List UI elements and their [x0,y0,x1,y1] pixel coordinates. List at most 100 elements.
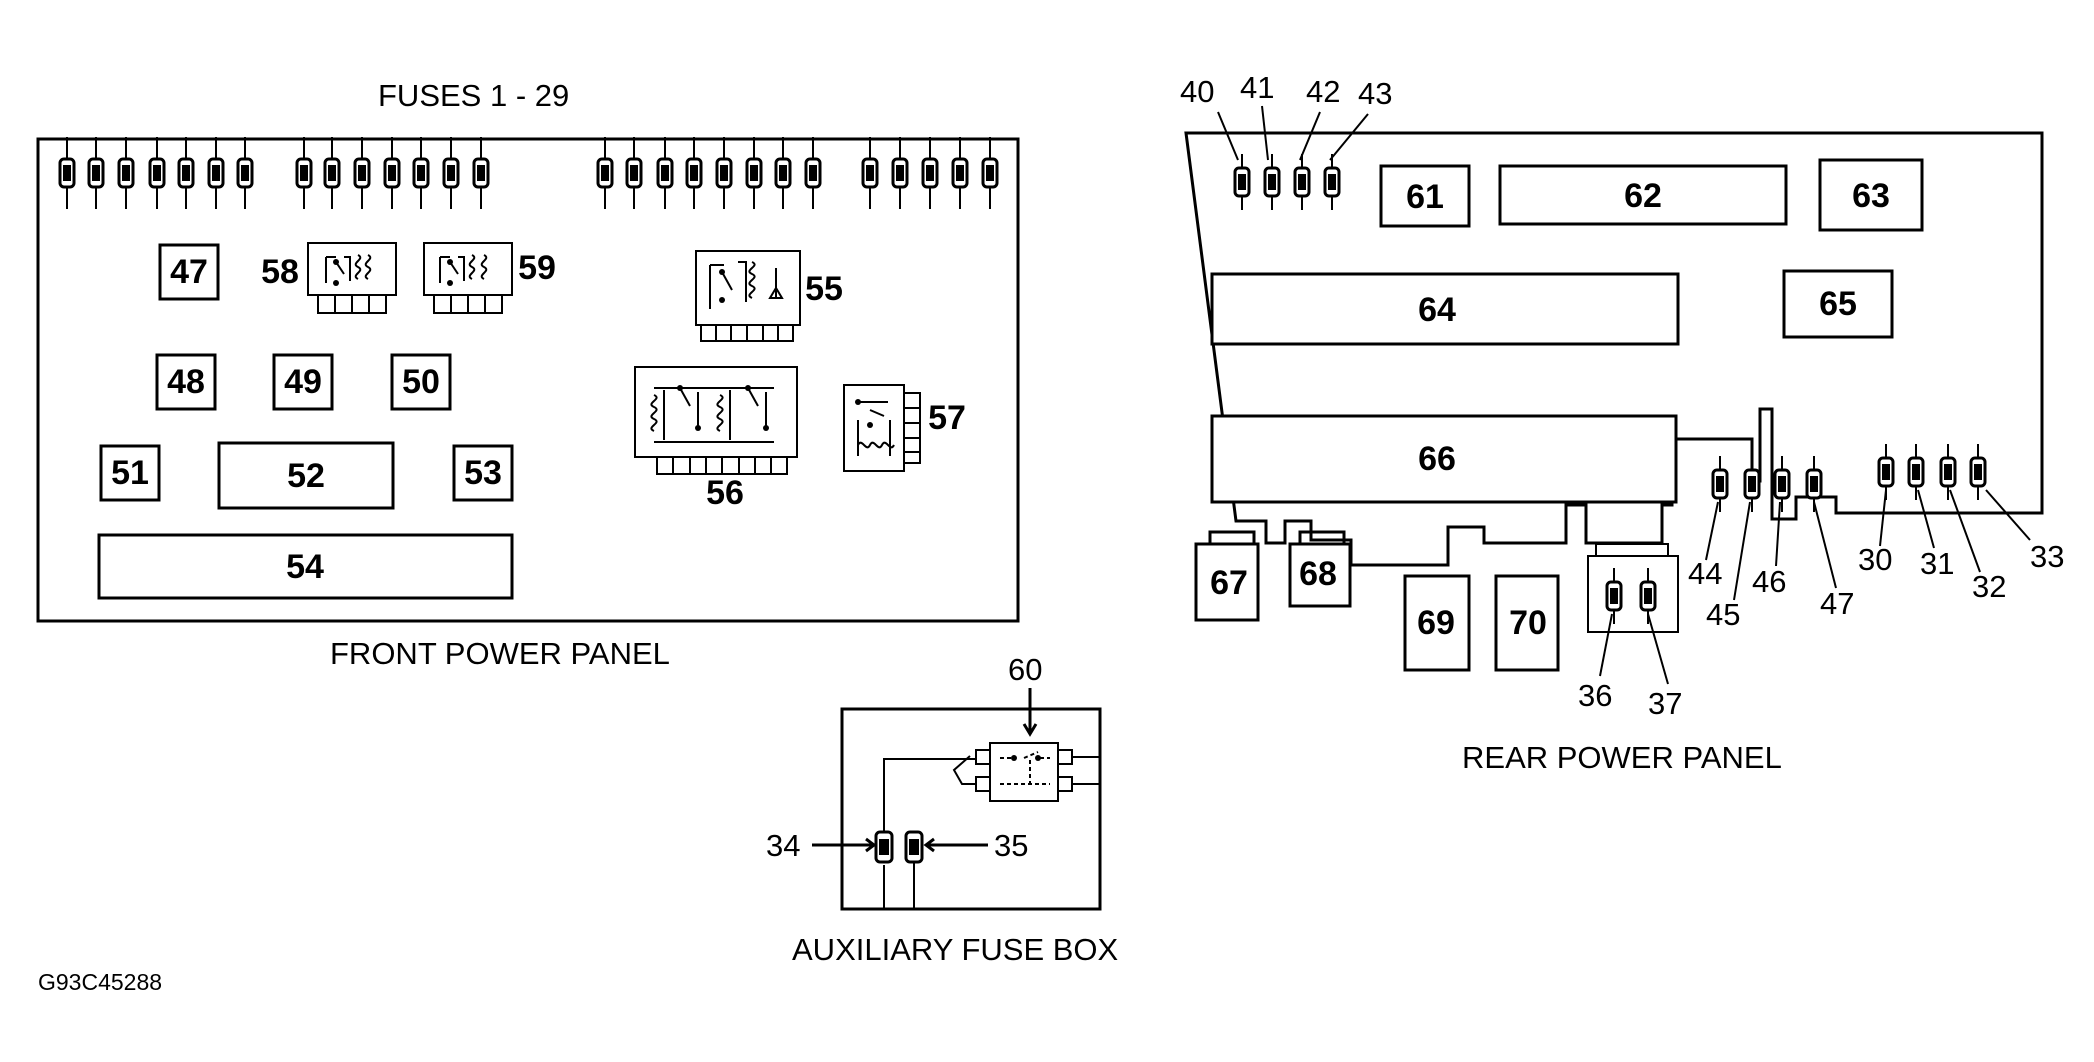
front-fuse-25 [921,137,939,209]
front-relay-56-label: 56 [706,474,744,512]
rear-power-panel-title: REAR POWER PANEL [1462,740,1782,775]
front-box-52-label: 52 [287,457,325,495]
front-relay-58 [307,242,397,314]
front-fuse-27 [981,137,999,209]
front-fuse-24 [891,137,909,209]
rear-leader-line [1299,111,1321,161]
front-fuse-12 [412,137,430,209]
rear-fuse-37-label: 37 [1648,686,1682,721]
front-box-54 [97,533,514,600]
rear-box-69-label: 69 [1417,604,1455,642]
rear-leader-line [1329,113,1369,161]
front-relay-55-label: 55 [805,270,843,308]
front-fuse-14 [472,137,490,209]
aux-box-outline [840,707,1102,911]
rear-power-panel: 61 62 63 64 65 66 67 68 69 70 [1184,105,2044,685]
front-power-panel: 47 48 49 50 51 52 53 54 58 [36,137,1020,623]
front-fuse-10 [353,137,371,209]
front-fuse-9 [323,137,341,209]
front-power-panel-title: FRONT POWER PANEL [330,636,670,671]
front-fuse-18 [685,137,703,209]
rear-box-70-label: 70 [1509,604,1547,642]
rear-box-66-label: 66 [1418,440,1456,478]
front-fuse-4 [148,137,166,209]
front-fuse-20 [745,137,763,209]
front-fuse-5 [177,137,195,209]
front-box-48-label: 48 [167,363,205,401]
rear-fuse-36 [1605,568,1623,624]
front-box-53-label: 53 [464,454,502,492]
rear-box-64-label: 64 [1418,291,1456,329]
aux-fuse-35-label: 35 [994,828,1028,863]
rear-box-67 [1194,542,1260,622]
front-fuse-26 [951,137,969,209]
rear-leader-line [1705,501,1719,561]
front-fuse-23 [861,137,879,209]
rear-leader-line [1879,489,1887,547]
rear-fuse-33 [1969,444,1987,500]
rear-fuse-47-label: 47 [1820,586,1854,621]
rear-panel-outline [1184,131,2044,567]
front-fuse-15 [596,137,614,209]
rear-box-62 [1498,164,1788,226]
rear-box-65-label: 65 [1819,285,1857,323]
rear-fuse-32-label: 32 [1972,569,2006,604]
rear-box-63 [1818,158,1924,232]
rear-box-68-label: 68 [1299,555,1337,593]
front-fuse-2 [87,137,105,209]
rear-fuse-46-label: 46 [1752,564,1786,599]
front-fuse-22 [804,137,822,209]
rear-leader-line [1261,105,1269,161]
front-box-52 [217,441,395,510]
aux-fuse-35 [904,830,924,864]
front-fuse-17 [656,137,674,209]
front-box-50 [390,353,452,411]
rear-fuse-36-label: 36 [1578,678,1612,713]
aux-fuse-35-leader [923,837,988,853]
front-fuse-7 [236,137,254,209]
auxiliary-fuse-box [812,688,1102,911]
rear-box-70 [1494,574,1560,672]
rear-leader-line [1917,489,1935,549]
rear-fuse-42 [1293,154,1311,210]
aux-fuse-34 [874,830,894,864]
front-fuse-21 [774,137,792,209]
rear-fuse-32 [1939,444,1957,500]
auxiliary-fuse-box-title: AUXILIARY FUSE BOX [792,932,1119,967]
aux-fuse-34-label: 34 [766,828,800,863]
rear-box-64 [1210,272,1680,346]
rear-fuse-holder-36-37 [1587,555,1679,633]
rear-fuse-42-label: 42 [1306,74,1340,109]
rear-box-68 [1288,542,1352,608]
rear-box-61-label: 61 [1406,178,1444,216]
rear-fuse-43 [1323,154,1341,210]
rear-fuse-40 [1233,154,1251,210]
rear-fuse-46 [1773,456,1791,512]
front-fuse-8 [295,137,313,209]
front-box-53 [452,444,514,502]
front-box-51 [99,444,161,502]
rear-box-65 [1782,269,1894,339]
rear-fuse-43-label: 43 [1358,76,1392,111]
rear-fuse-30-label: 30 [1858,542,1892,577]
rear-leader-line [1217,111,1239,161]
front-relay-56 [634,366,798,475]
front-box-49-label: 49 [284,363,322,401]
rear-fuse-41-label: 41 [1240,70,1274,105]
front-fuse-1 [58,137,76,209]
rear-box-61 [1379,164,1471,228]
front-relay-59-label: 59 [518,249,556,287]
aux-relay-60 [952,742,1100,802]
front-relay-57-label: 57 [928,399,966,437]
rear-fuse-leaders [1217,105,2031,685]
front-box-50-label: 50 [402,363,440,401]
front-relay-55 [695,250,801,342]
rear-fuse-44 [1711,456,1729,512]
front-fuse-6 [207,137,225,209]
front-box-47 [158,243,220,301]
front-fuse-3 [117,137,135,209]
front-box-47-label: 47 [170,253,208,291]
front-box-54-label: 54 [286,548,324,586]
rear-leader-line [1647,613,1669,685]
